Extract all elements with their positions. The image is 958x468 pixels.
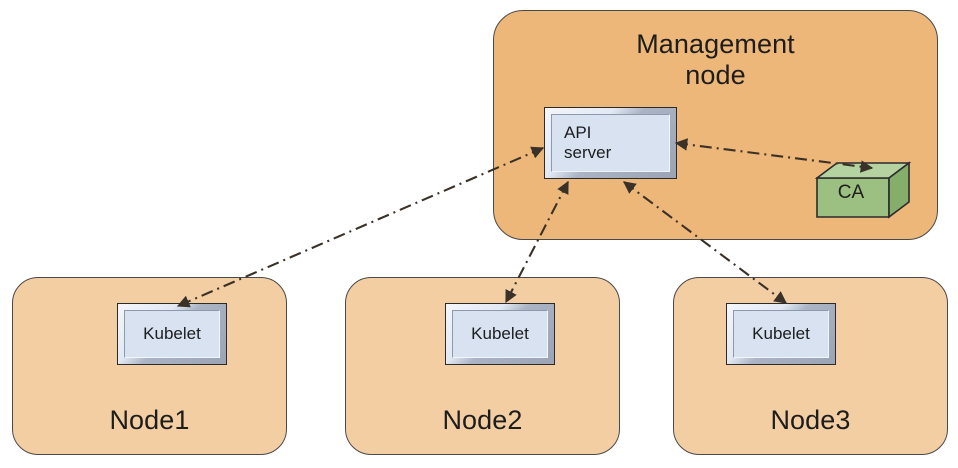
ca-front-face	[816, 177, 890, 218]
kubelet1-box[interactable]: Kubelet	[117, 303, 227, 365]
ca-side-face	[888, 161, 910, 219]
api-server-box[interactable]: API server	[544, 107, 677, 179]
kubelet1-box-face: Kubelet	[124, 310, 220, 358]
api-server-label: API server	[564, 122, 612, 162]
management-node-label: Management node	[636, 29, 795, 91]
node3-label: Node3	[770, 404, 851, 435]
api-server-box-face: API server	[551, 114, 670, 172]
kubelet3-box[interactable]: Kubelet	[726, 303, 836, 365]
kubelet1-label: Kubelet	[143, 323, 201, 343]
kubelet2-box[interactable]: Kubelet	[445, 303, 555, 365]
kubelet3-label: Kubelet	[752, 323, 810, 343]
kubelet2-box-face: Kubelet	[452, 310, 548, 358]
kubelet2-label: Kubelet	[471, 323, 529, 343]
node2-label: Node2	[442, 404, 523, 435]
kubelet3-box-face: Kubelet	[733, 310, 829, 358]
ca-cuboid[interactable]: CA	[815, 160, 911, 220]
node1-label: Node1	[109, 404, 190, 435]
